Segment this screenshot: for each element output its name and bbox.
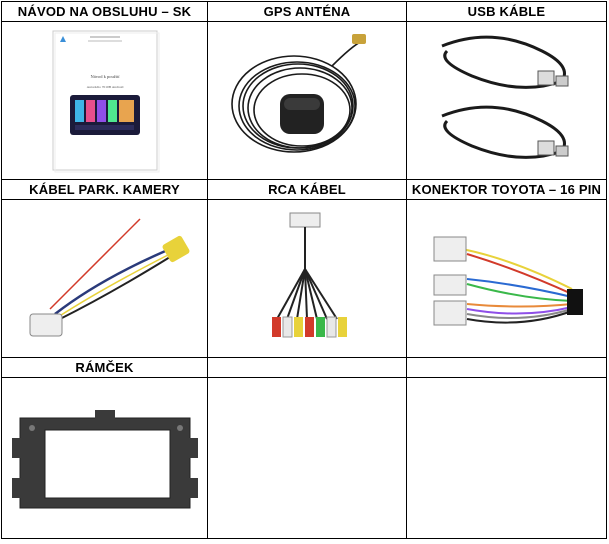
cell-frame [1, 377, 208, 539]
header-manual: NÁVOD NA OBSLUHU – SK [1, 1, 208, 22]
manual-image: Návod k použití Autorádio 7010B Android [52, 30, 159, 173]
header-empty-2 [406, 357, 607, 378]
cell-manual: Návod k použití Autorádio 7010B Android [1, 21, 208, 180]
cell-empty-1 [207, 377, 407, 539]
header-camera-cable: KÁBEL PARK. KAMERY [1, 179, 208, 200]
frame-image [11, 410, 198, 509]
header-toyota-connector: KONEKTOR TOYOTA – 16 PIN [406, 179, 607, 200]
cell-toyota-connector [406, 199, 607, 358]
manual-page-subtitle: Autorádio 7010B Android [86, 85, 123, 89]
cell-usb-cables [406, 21, 607, 180]
header-empty-1 [207, 357, 407, 378]
cell-rca-cable [207, 199, 407, 358]
cell-empty-2 [406, 377, 607, 539]
cell-camera-cable [1, 199, 208, 358]
toyota-connector-image [433, 236, 583, 325]
camera-cable-image [29, 217, 189, 336]
header-gps-antenna: GPS ANTÉNA [207, 1, 407, 22]
cell-gps-antenna [207, 21, 407, 180]
gps-antenna-image [231, 33, 366, 153]
usb-cables-image [440, 35, 568, 159]
header-frame: RÁMČEK [1, 357, 208, 378]
rca-cable-image [272, 212, 347, 337]
header-rca-cable: RCA KÁBEL [207, 179, 407, 200]
header-usb-cables: USB KÁBLE [406, 1, 607, 22]
manual-page-title: Návod k použití [90, 74, 120, 79]
